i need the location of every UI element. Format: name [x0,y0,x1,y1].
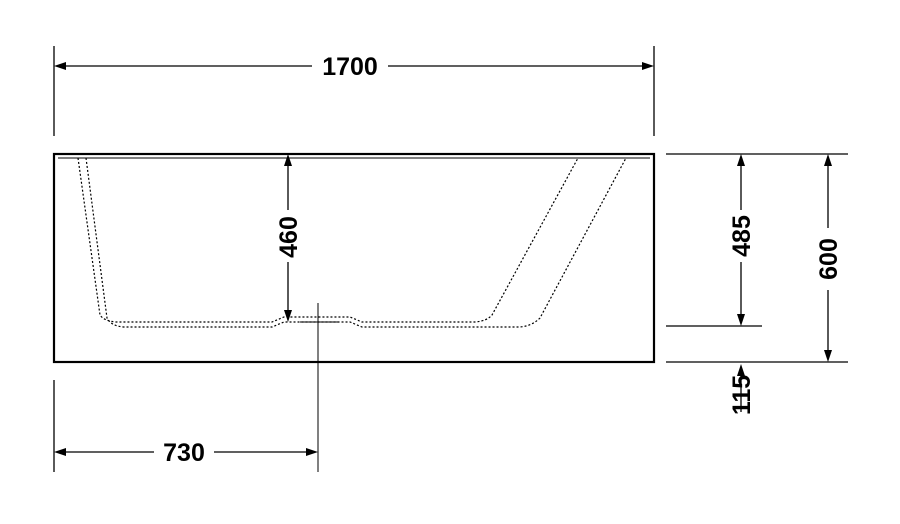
dimension-label-730: 730 [163,439,205,467]
dimension-label-115: 115 [728,375,756,415]
arrowhead-485-bottom [737,314,745,326]
arrowhead-1700-left [54,62,66,70]
arrowhead-460-bottom [284,310,292,322]
dimension-label-460: 460 [275,216,303,258]
basin-outline-outer [77,157,579,323]
dimension-label-485: 485 [728,215,756,257]
arrowhead-460-top [284,154,292,166]
arrowhead-600-top [824,154,832,166]
arrowhead-600-bottom [824,350,832,362]
basin-outline-inner [85,157,627,328]
arrowhead-115 [737,364,745,376]
arrowhead-1700-right [642,62,654,70]
dimension-label-600: 600 [815,238,843,280]
arrowhead-730-left [54,448,66,456]
tub-outline [52,152,656,364]
arrowhead-730-right [306,448,318,456]
arrowhead-485-top [737,154,745,166]
dimension-label-1700: 1700 [322,53,378,81]
